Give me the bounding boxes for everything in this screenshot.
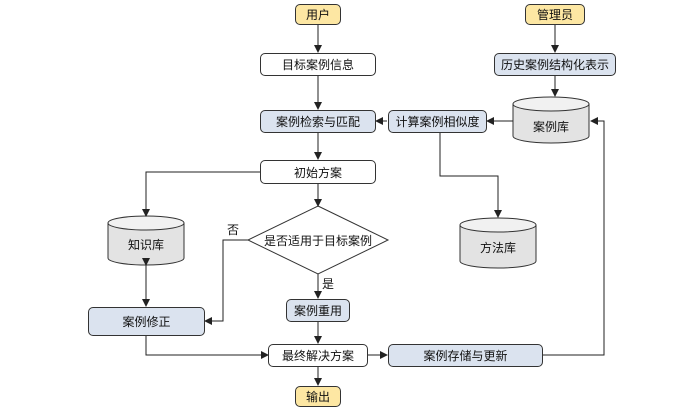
user-node: 用户 xyxy=(295,4,341,25)
case-revise-node: 案例修正 xyxy=(88,307,205,336)
compute-similarity-node: 计算案例相似度 xyxy=(388,110,487,133)
decision-label: 是否适用于目标案例 xyxy=(263,233,372,248)
edge-similarity-method-link xyxy=(436,126,502,218)
edge-initial-knowledge-link xyxy=(142,171,260,217)
case-library-label: 案例库 xyxy=(532,119,569,134)
method-library-label: 方法库 xyxy=(479,240,516,255)
edge-store-to-caselib xyxy=(543,117,605,356)
method-library-cylinder xyxy=(459,217,537,269)
history-structure-node: 历史案例结构化表示 xyxy=(494,53,616,76)
edge-label-no: 否 xyxy=(226,222,239,237)
admin-node: 管理员 xyxy=(525,4,585,25)
case-retrieve-match-node: 案例检索与匹配 xyxy=(260,110,376,133)
edge-decision-no-to-revise xyxy=(204,239,248,325)
final-plan-node: 最终解决方案 xyxy=(268,344,368,367)
initial-plan-node: 初始方案 xyxy=(260,160,376,184)
knowledge-base-label: 知识库 xyxy=(127,237,164,252)
target-case-info-node: 目标案例信息 xyxy=(260,53,376,76)
edge-label-yes: 是 xyxy=(321,276,334,291)
case-store-update-node: 案例存储与更新 xyxy=(388,344,543,367)
output-node: 输出 xyxy=(295,386,341,407)
case-library-cylinder xyxy=(512,96,590,144)
edge-revise-to-final xyxy=(145,336,269,359)
case-reuse-node: 案例重用 xyxy=(286,299,350,322)
